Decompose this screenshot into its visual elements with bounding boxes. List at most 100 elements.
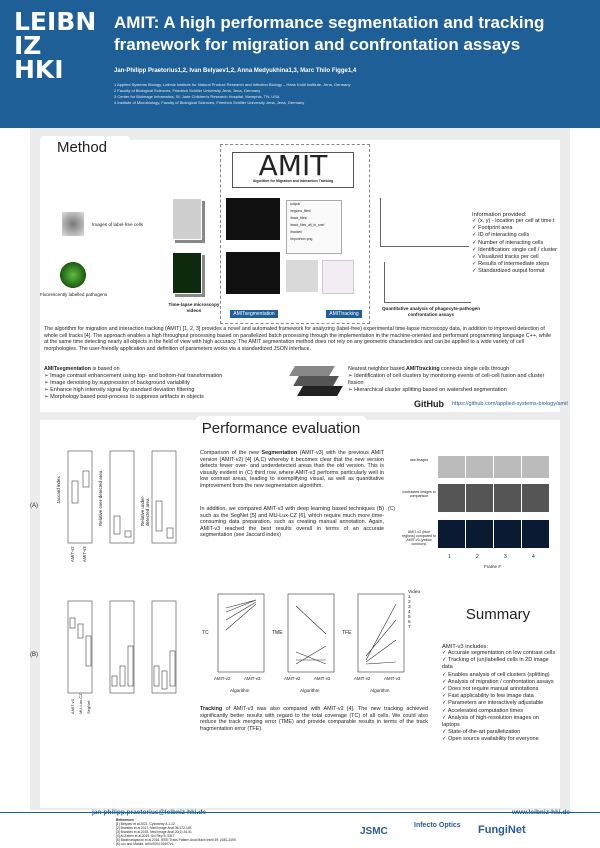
info-item: Standardized output format [472,268,564,275]
segmentation-summary: AMITsegmentation is based on Image contr… [44,366,274,401]
xtick: AMIT-v3 [70,699,75,714]
c-row-label: raw images [409,458,429,462]
info-item: Identification: single cell / cluster [472,247,564,254]
info-box: Information provided: (x, y) - location … [472,212,564,276]
xlabel: Algorithm [300,688,320,693]
tracking-step: Identification of cell clusters by monit… [348,373,558,387]
summary-item: Open source availability for everyone [442,736,558,743]
tracking-step: Hierarchical cluster splitting based on … [348,387,558,394]
video-frame-stack-2 [172,252,202,294]
folder-item: /tracker/ [290,230,303,234]
xlabel: Algorithm [230,688,250,693]
summary-item: Fast applicability to few image data [442,693,558,700]
segmentation-step: Image contrast enhancement using top- an… [44,373,274,380]
summary-item: Tracking of (un)labelled cells in 2D ima… [442,657,558,671]
xtick: AMIT-v3 [244,676,261,681]
tc-ylabel: TC [202,630,209,636]
segmentation-output-1 [226,198,280,240]
performance-text-2: In addition, we compared AMIT-v3 with de… [200,506,384,539]
website-link[interactable]: www.leibniz-hki.de [512,809,570,816]
xtick: AMIT-v2 [214,676,231,681]
video-frame-stack-1 [172,198,202,240]
info-item: Visualized tracks per cell [472,254,564,261]
summary-intro: AMIT-v3 includes: [442,644,489,650]
summary-item: Analysis of high-resolution images on la… [442,715,558,729]
c-col: 2 [476,554,479,560]
reference-item: [1] Belyaev et al.2021. Cytometry A 1-12 [116,822,175,826]
panel-a-plots: Jaccard index Relative over-detected are… [56,446,186,566]
references: References [1] Belyaev et al.2021. Cytom… [116,818,366,846]
layered-stack-icon [289,366,343,398]
info-item: Results of intermediate steps [472,261,564,268]
output-folder-list: output/ /regions_files/ /track_files/ /t… [286,200,342,254]
github-logo: GitHub [414,399,444,409]
info-item: Footprint area [472,225,564,232]
poster-title: AMIT: A high performance segmentation an… [114,13,545,54]
folder-item: /report/xxx.png [290,237,313,241]
info-title: Information provided: [472,212,527,218]
reference-item: [5] Badrinarayanan et al.2016. IEEE Tran… [116,838,236,842]
segmentation-heading: AMITsegmentation [44,366,91,372]
xtick: AMIT-v2 [284,676,301,681]
c-row-label: contrasted images in comparison [402,490,436,498]
github-link[interactable]: https://github.com/applied-systems-biolo… [452,401,568,407]
affiliation-1: 1 Applied Systems Biology, Leibniz Insti… [114,82,351,87]
tme-ylabel: TME [272,630,283,636]
summary-title: Summary [465,606,531,623]
leibniz-hki-logo: LEIBN IZ HKI [14,7,97,84]
ylabel-under: Relative under-detected area [140,495,150,526]
affiliation-3: 3 Center for Bioimage Informatics, St. J… [114,94,280,99]
panel-c: (C) raw images contrasted images in comp… [388,448,556,588]
segmentation-output-2 [226,252,280,294]
c-col: 1 [448,554,451,560]
tracking-plots: TC TME TFE AMIT-v2 AMIT-v3 AMIT-v2 AMIT-… [200,590,420,698]
jsmc-logo: JSMC [360,826,388,837]
tracking-tag: AMITtracking [326,310,362,318]
timelapse-label: Time-lapse microscopy videos [168,302,220,314]
performance-title: Performance evaluation [201,420,361,437]
label-free-thumb [62,212,84,236]
segmentation-step: Image denoising by suppression of backgr… [44,380,274,387]
tracking-text: Tracking of AMIT-v3 was also compared wi… [200,706,428,732]
summary-item: Parameters are interactively adjustable [442,700,558,707]
panel-a-label: (A) [30,503,38,509]
summary-item: Does not require manual annotations [442,686,558,693]
summary-box: AMIT-v3 includes: Accurate segmentation … [442,644,558,744]
segmentation-heading-rest: is based on [91,366,120,372]
video-legend: Video 1 2 3 4 5 6 7 [408,590,421,630]
logo-line-2: IZ HKI [14,31,64,84]
quant-chart-1 [380,198,469,247]
pathogen-thumb [60,262,86,288]
info-list: (x, y) - location per cell at time t Foo… [472,218,564,276]
raw-images-row [438,456,550,478]
reference-item: [3] Brandes et al.2015. Med Image Anal 2… [116,830,192,834]
contact-email[interactable]: jan-philipp.praetorius@leibniz-hki.de [92,809,206,816]
summary-item: Accurate segmentation on low contrast ce… [442,650,558,657]
panel-b-label: (B) [30,652,38,658]
logo-line-1: LEIBN [14,7,97,36]
segmentation-step: Enhance high intensity signal by standar… [44,387,274,394]
contrast-images-row [438,484,550,512]
tracks-image [322,260,354,294]
quant-label: Quantitative analysis of phagocyte-patho… [381,306,481,318]
info-item: ID of interacting cells [472,232,564,239]
folder-item: /regions_files/ [290,209,311,213]
method-title: Method [56,139,108,156]
segmentation-step: Morphology based post-process to suppres… [44,394,274,401]
tracking-image [286,260,318,292]
summary-item: Analysis of migration / confrontation as… [442,679,558,686]
reference-item: [4] Al-Zaben et al.2019. Sci Rep 9: 3317 [116,834,175,838]
folder-item: output/ [290,202,301,206]
segmentation-tag: AMITsegmentation [230,310,278,318]
amit-subtitle: Algorithm for Migration and Interaction … [252,179,334,183]
folder-item: /track_files_all_in_one/ [290,223,325,227]
author-list: Jan-Philipp Praetorius1,2, Ivan Belyaev1… [114,68,357,74]
affiliation-4: 4 Institute of Microbiology, Faculty of … [114,100,305,105]
ylabel-over: Relative over-detected area [98,470,103,526]
xtick: AMIT-v3 [82,546,87,562]
amit-logo: AMIT [258,149,328,182]
xlabel: Algorithm [370,688,390,693]
folder-item: /track_files/ [290,216,308,220]
reference-item: [6] Lux and Matula. arXiv2004.01607v1. [116,842,175,846]
info-item: (x, y) - location per cell at time t [472,218,564,225]
